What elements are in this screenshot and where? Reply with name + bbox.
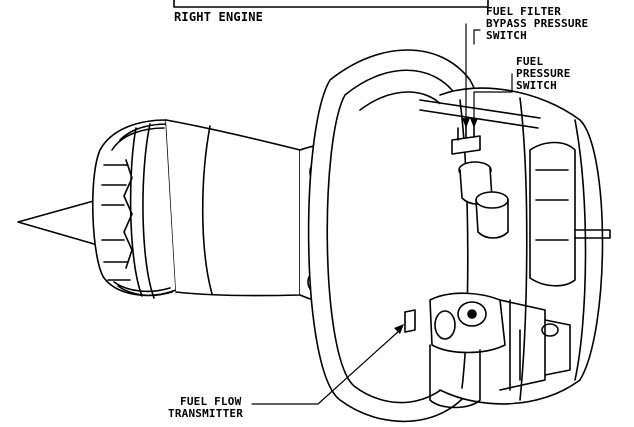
fuel-pressure-label-line3: SWITCH <box>516 79 557 92</box>
header-box <box>173 0 489 8</box>
fuel-flow-transmitter <box>404 309 416 333</box>
diagram-title: RIGHT ENGINE <box>174 10 264 24</box>
fuel-pressure-label-line2: PRESSURE <box>516 67 571 80</box>
callout-leaders <box>251 23 513 405</box>
fuel-pressure-label-line1: FUEL <box>516 55 544 68</box>
fuel-flow-label-line1: FUEL FLOW <box>180 395 242 408</box>
fuel-filter-bypass-label-line3: SWITCH <box>486 29 527 42</box>
fuel-filter-bypass-label-line1: FUEL FILTER <box>486 5 562 18</box>
fuel-filter-bypass-label-line2: BYPASS PRESSURE <box>486 17 589 30</box>
jet-pipe <box>165 119 307 297</box>
fuel-control-unit <box>529 141 611 287</box>
fuel-filter-assembly <box>451 125 509 239</box>
gearbox-accessories <box>429 292 571 409</box>
exhaust-nozzle <box>91 119 177 299</box>
leader-arrowheads <box>394 118 478 334</box>
fuel-flow-label-line2: TRANSMITTER <box>168 407 244 420</box>
